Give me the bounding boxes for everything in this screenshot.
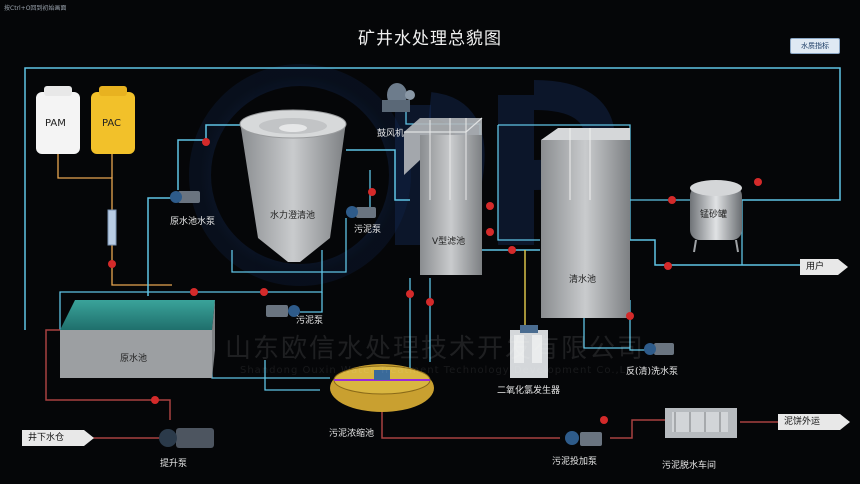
raw-pool[interactable] [60,300,215,378]
pipe-backwash-ret [583,318,630,349]
sludge-pump-a[interactable] [346,206,376,218]
chlorine-generator-label: 二氧化氯发生器 [497,386,561,396]
valve[interactable] [486,228,494,236]
pipe-sludge-b [231,218,347,273]
raw-water-pump[interactable] [170,191,200,203]
valve[interactable] [406,290,414,298]
pipe-dosing [111,245,172,286]
pipe-sludge-b2 [300,292,323,313]
keyboard-hint: 按Ctrl+O回到初始画面 [4,5,67,12]
clear-pool-label: 清水池 [569,275,597,285]
v-filter-label: V型滤池 [432,237,466,247]
sludge-pump-b[interactable] [266,305,300,317]
valve[interactable] [190,288,198,296]
valve[interactable] [108,260,116,268]
valve[interactable] [664,262,672,270]
water-quality-button[interactable]: 水质指标 [790,38,840,54]
pipe-raw-pool-out [147,197,172,296]
pipe-feed-dewater [610,419,665,439]
pipe-clear-out [630,239,800,266]
valve[interactable] [260,288,268,296]
valve[interactable] [668,196,676,204]
pipe-v-drain [497,125,540,241]
pipe-top-return [24,67,841,330]
valve[interactable] [486,202,494,210]
flowmeter [107,209,117,246]
sludge-feed-pump-label: 污泥投加泵 [552,457,598,467]
watermark-subtext: Shandong Ouxin Water Treatment Technolog… [240,365,639,376]
lift-pump-label: 提升泵 [160,459,188,469]
backwash-pump-label: 反(清)洗水泵 [626,367,679,377]
valve[interactable] [426,298,434,306]
v-filter[interactable] [404,117,483,275]
user-outlet-arrow[interactable]: 用户 [800,259,848,275]
valves [108,138,762,424]
chlorine-generator[interactable] [510,325,548,378]
sludge-pump-b-label: 污泥泵 [296,316,324,326]
pac-tank[interactable] [91,86,135,154]
dewater-machine[interactable] [665,408,737,438]
valve[interactable] [508,246,516,254]
sludge-out-arrow[interactable]: 泥饼外运 [778,414,850,430]
sludge-feed-pump[interactable] [565,431,602,446]
backwash-pump[interactable] [644,343,674,355]
pipe-thickener-out [381,400,560,439]
clear-pool[interactable] [541,128,630,318]
watermark-text: 山东欧信水处理技术开发有限公司 [225,334,646,364]
valve[interactable] [151,396,159,404]
blower[interactable] [382,83,415,112]
pac-label: PAC [102,118,122,129]
dewater-label: 污泥脱水车间 [662,461,717,471]
raw-pump-label: 原水池水泵 [170,217,216,227]
sludge-pump-a-label: 污泥泵 [354,225,382,235]
clarifier-label: 水力澄清池 [270,211,316,221]
page-title: 矿井水处理总貌图 [358,29,502,49]
pipe-pam [57,152,113,210]
pipe-thickener-return2 [264,360,320,391]
valve[interactable] [626,312,634,320]
mine-water-arrow[interactable]: 井下水仓 [22,430,94,446]
lift-pump[interactable] [159,428,214,448]
pipe-clarifier-sludge [352,170,371,213]
manganese-tank[interactable] [690,180,742,253]
pam-tank[interactable] [36,86,80,154]
pipe-lift-pool [45,329,171,420]
valve[interactable] [600,416,608,424]
valve[interactable] [754,178,762,186]
pam-label: PAM [45,118,66,129]
pipe-clarifier-v [346,149,410,201]
valve[interactable] [368,188,376,196]
sludge-thickener[interactable] [330,364,434,412]
manganese-tank-label: 锰砂罐 [700,210,728,220]
clarifier[interactable] [239,109,347,262]
blower-label: 鼓风机 [377,129,405,139]
raw-pool-label: 原水池 [120,354,148,364]
valve[interactable] [202,138,210,146]
thickener-label: 污泥浓缩池 [329,429,375,439]
